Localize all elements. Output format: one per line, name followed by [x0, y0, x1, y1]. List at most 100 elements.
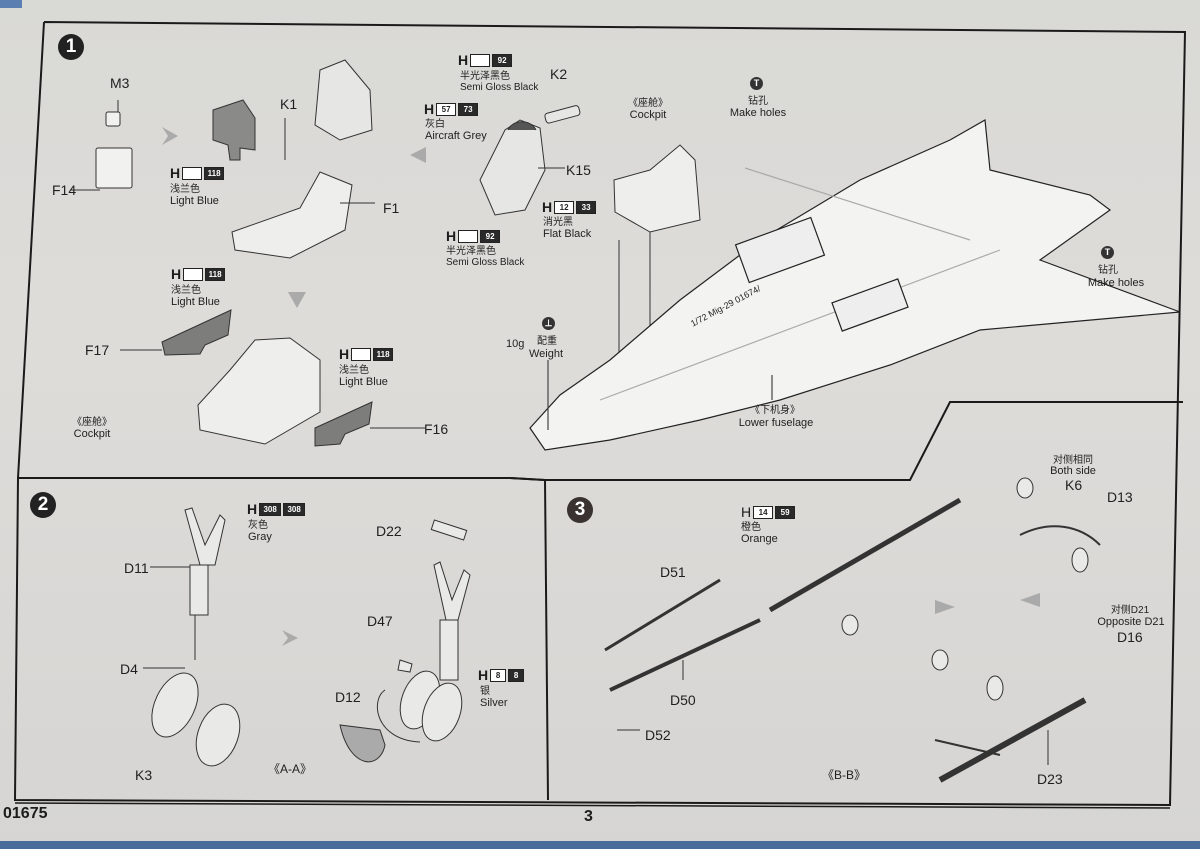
make-holes-en: Make holes: [729, 107, 787, 119]
paint-code-orange: H 14 59: [741, 504, 796, 520]
paint-name-en: Silver: [480, 697, 508, 709]
cockpit-label-en: Cockpit: [629, 109, 667, 121]
part-label-f1: F1: [383, 200, 400, 216]
paint-code-box: 59: [775, 505, 796, 519]
weight-amount: 10g: [506, 338, 525, 350]
part-label-k6: K6: [1065, 477, 1083, 493]
paint-name-cn: 橙色: [741, 522, 761, 533]
drill-icon: T: [750, 77, 763, 90]
paint-code-semi-gloss-black: H 92: [446, 228, 501, 244]
paint-brand-h: H: [247, 501, 258, 517]
paint-code-box: 73: [458, 102, 479, 116]
drill-icon: T: [1101, 246, 1114, 259]
paint-name-cn: 灰白: [425, 119, 445, 130]
paint-brand-h: H: [542, 199, 553, 215]
paint-brand-h: H: [424, 101, 435, 117]
cockpit-label-cn: 《座舱》: [72, 417, 112, 428]
section-label-a-a: 《A-A》: [268, 762, 313, 776]
paint-code-box: 14: [753, 505, 774, 519]
weight-label-en: Weight: [529, 348, 564, 360]
paint-brand-h: H: [170, 165, 181, 181]
paint-name-en: Semi Gloss Black: [460, 82, 539, 93]
paint-code-aircraft-grey: H 57 73: [424, 101, 479, 117]
assembly-arrow: [162, 127, 178, 145]
paint-code-box: 308: [259, 502, 282, 516]
part-label-d11: D11: [124, 560, 149, 576]
paint-code-box: [182, 166, 203, 180]
panel-borders: [13, 21, 1187, 809]
paint-name-cn: 浅兰色: [170, 184, 200, 195]
kit-number: 01675: [3, 805, 48, 822]
paint-code-box: 308: [283, 502, 306, 516]
paint-code-box: 8: [490, 668, 507, 682]
make-holes-en: Make holes: [1087, 277, 1145, 289]
cockpit-assembly-drawing: [120, 337, 425, 445]
lower-fuselage-cn: 《下机身》: [750, 405, 800, 416]
paint-code-box: 92: [492, 53, 513, 67]
paint-name-cn: 半光泽黑色: [446, 246, 496, 257]
part-label-f14: F14: [52, 182, 77, 198]
paint-code-box: [470, 53, 491, 67]
paint-name-en: Flat Black: [543, 228, 592, 240]
part-label-d22: D22: [376, 523, 402, 539]
part-label-d13: D13: [1107, 489, 1133, 505]
assembly-arrow: [935, 600, 955, 614]
part-label-d16: D16: [1117, 629, 1143, 645]
part-label-d4: D4: [120, 661, 138, 677]
paint-code-silver: H 8 8: [478, 668, 525, 682]
background-edge: [0, 0, 22, 8]
paint-code-box: 12: [554, 200, 575, 214]
paint-code-box: 118: [204, 166, 225, 180]
ejection-seat-drawing: [479, 105, 581, 216]
paint-code-box: 118: [373, 347, 394, 361]
paint-name-en: Orange: [741, 533, 778, 545]
arrow-group: [162, 127, 1040, 646]
gear-wheels-drawing: [931, 477, 1101, 783]
section-label-b-b: 《B-B》: [822, 768, 867, 782]
paint-brand-h: H: [458, 52, 469, 68]
paint-name-cn: 浅兰色: [339, 365, 369, 376]
part-label-f16: F16: [424, 421, 449, 437]
opposite-cn: 对侧D21: [1110, 605, 1150, 616]
landing-gear-nose-drawing: [339, 519, 471, 763]
paint-code-flat-black: H 12 33: [542, 199, 597, 215]
paint-brand-h: H: [741, 504, 752, 520]
make-holes-cn: 钻孔: [748, 96, 768, 107]
paint-name-cn: 银: [480, 686, 490, 697]
part-label-d52: D52: [645, 727, 671, 743]
part-label-m3: M3: [110, 75, 130, 91]
both-side-cn: 对侧相同: [1053, 455, 1093, 466]
paint-brand-h: H: [446, 228, 457, 244]
paint-code-light-blue: H 118: [339, 347, 394, 361]
paint-code-box: 8: [508, 668, 525, 682]
assembly-arrow: [410, 147, 426, 163]
part-label-d47: D47: [367, 613, 393, 629]
step-number-1: 1: [58, 34, 84, 60]
paint-name-cn: 浅兰色: [171, 285, 201, 296]
paint-code-box: [458, 229, 479, 243]
paint-code-box: [183, 267, 204, 281]
part-label-d12: D12: [335, 689, 361, 705]
lower-fuselage-drawing: [529, 119, 1181, 451]
part-headrest-drawing: [212, 99, 256, 161]
weight-label-cn: 配重: [537, 336, 557, 347]
lower-fuselage-en: Lower fuselage: [738, 417, 814, 429]
background-edge: [0, 841, 1200, 849]
landing-gear-main-drawing: [143, 507, 241, 767]
paint-code-box: 57: [436, 102, 457, 116]
paint-name-en: Aircraft Grey: [425, 130, 487, 142]
part-label-k15: K15: [566, 162, 591, 178]
paint-code-box: 118: [205, 267, 226, 281]
part-label-k2: K2: [550, 66, 568, 82]
part-f14-drawing: [70, 100, 133, 191]
gear-strut-drawing: [604, 497, 962, 731]
weight-icon: ⊥: [542, 317, 555, 330]
assembly-arrow: [282, 630, 298, 646]
step-number-3: 3: [567, 497, 593, 523]
cockpit-label-en: Cockpit: [73, 428, 111, 440]
both-side-en: Both side: [1050, 465, 1096, 477]
page-number: 3: [584, 808, 593, 825]
paint-name-cn: 消光黑: [543, 217, 573, 228]
opposite-en: Opposite D21: [1097, 616, 1165, 628]
